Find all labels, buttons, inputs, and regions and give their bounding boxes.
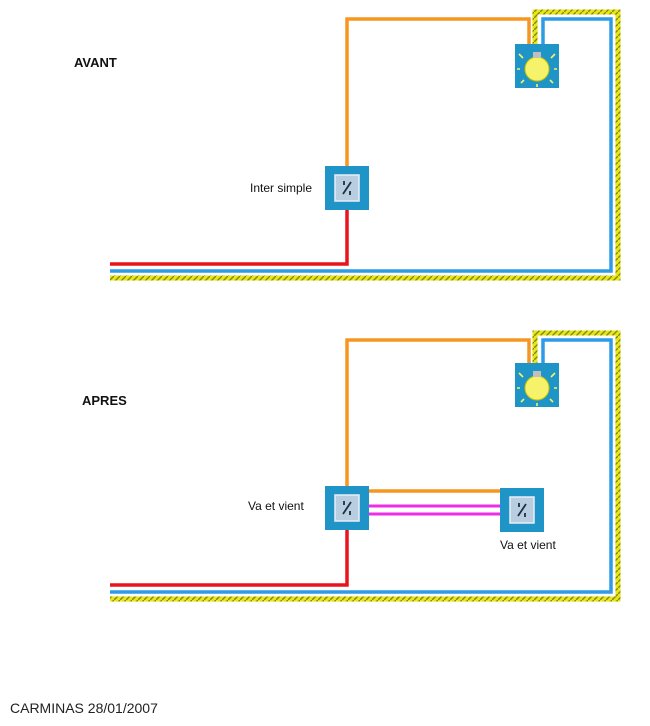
before-return-wire [345, 17, 531, 170]
before-bulb-icon [514, 43, 560, 89]
after-title: APRES [82, 393, 127, 408]
after-switch2-icon [499, 487, 545, 533]
before-switch-icon [324, 165, 370, 211]
before-neutral-wire [110, 17, 613, 273]
after-switch2-label: Va et vient [500, 538, 556, 552]
after-switch1-label: Va et vient [248, 499, 304, 513]
before-earth-wire [110, 9, 621, 281]
after-switch1-icon [324, 485, 370, 531]
after-bulb-icon [514, 362, 560, 408]
footer-credit: CARMINAS 28/01/2007 [10, 700, 158, 716]
after-return-wire [345, 338, 531, 493]
before-switch-label: Inter simple [250, 181, 312, 195]
before-phase-wire [110, 205, 349, 266]
after-circuit: APRES Va et vient Va et vient [82, 330, 621, 602]
before-title: AVANT [74, 55, 117, 70]
after-neutral-wire [110, 338, 613, 594]
after-earth-wire [110, 330, 621, 602]
before-circuit: AVANT Inter simple [74, 9, 621, 281]
after-phase-wire [110, 528, 349, 587]
